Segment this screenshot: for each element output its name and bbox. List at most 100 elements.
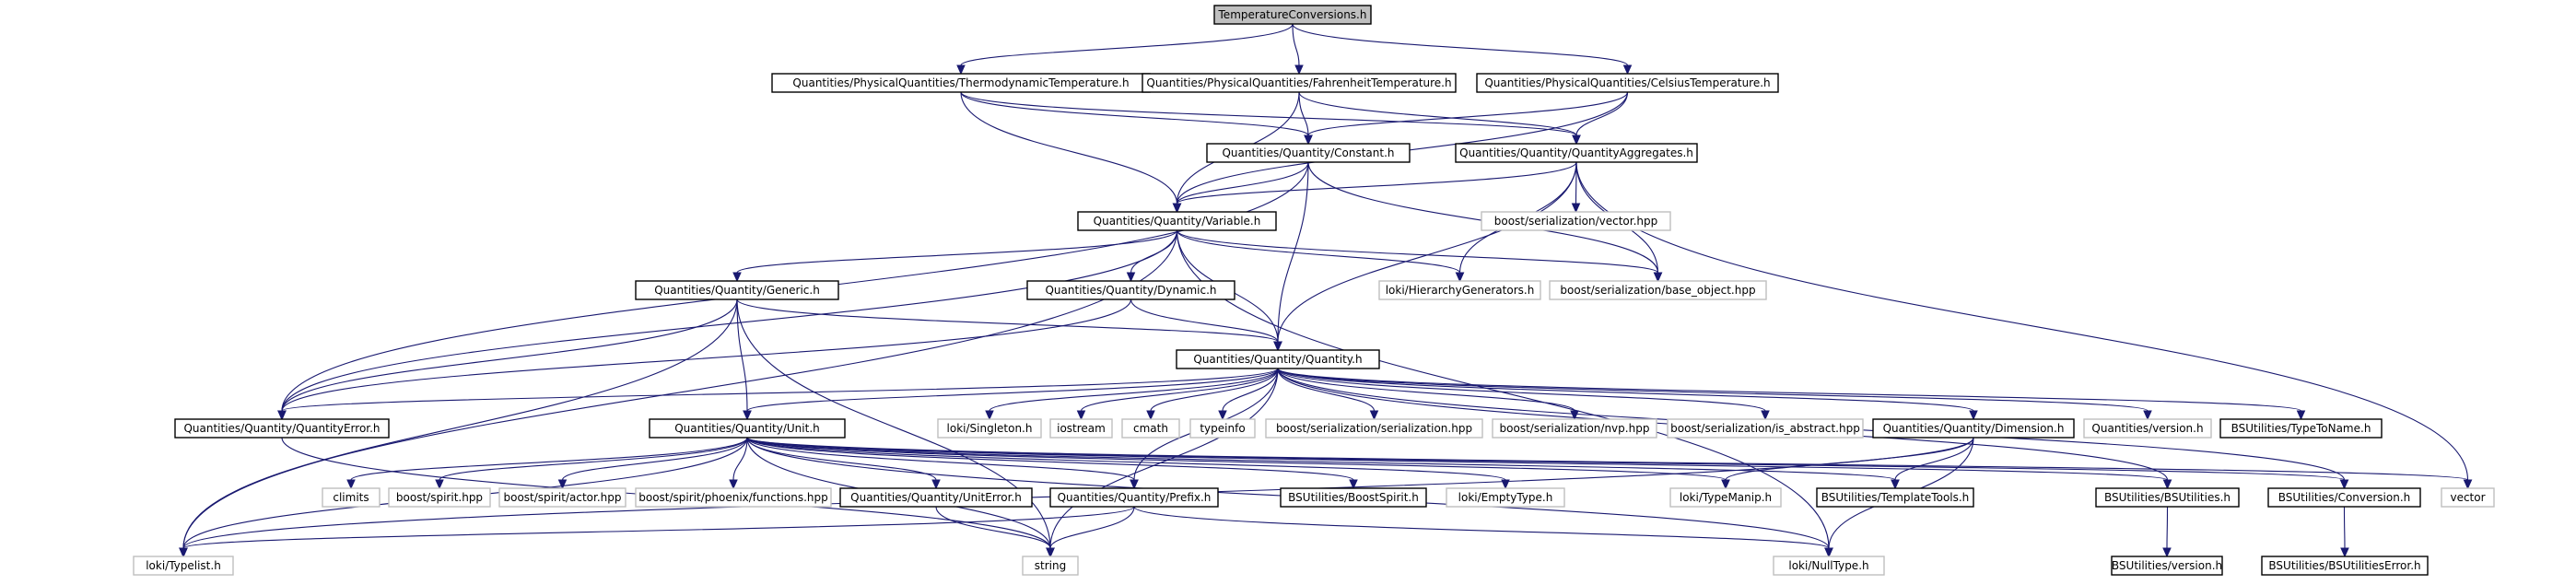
edge-qu-to-btt <box>746 437 1896 481</box>
node-qdim[interactable]: Quantities/Quantity/Dimension.h <box>1872 418 2075 439</box>
node-qd[interactable]: Quantities/Quantity/Dynamic.h <box>1026 280 1235 300</box>
arrowhead-qu-to-bbs <box>1349 479 1358 490</box>
node-label: loki/HierarchyGenerators.h <box>1386 284 1535 297</box>
node-qu[interactable]: Quantities/Quantity/Unit.h <box>649 418 846 439</box>
node-ltl: loki/Typelist.h <box>133 556 234 576</box>
edge-qu-to-ltm <box>746 437 1727 481</box>
arrowhead-qd-to-qq <box>1273 341 1282 352</box>
arrowhead-qq-to-bss <box>1369 410 1379 421</box>
node-bbu[interactable]: BSUtilities/BSUtilities.h <box>2095 487 2240 508</box>
node-qq[interactable]: Quantities/Quantity/Quantity.h <box>1176 349 1380 369</box>
node-qg[interactable]: Quantities/Quantity/Generic.h <box>635 280 839 300</box>
edge-ct-to-qc <box>1307 91 1629 136</box>
node-box <box>322 487 381 508</box>
node-box <box>1142 73 1457 93</box>
node-ft[interactable]: Quantities/PhysicalQuantities/Fahrenheit… <box>1142 73 1457 93</box>
arrowhead-qq-to-ti <box>1218 410 1227 421</box>
node-bsact: boost/spirit/actor.hpp <box>498 487 626 508</box>
node-box <box>635 280 839 300</box>
node-label: BSUtilities/version.h <box>2112 559 2222 572</box>
arrowhead-ct-to-qa <box>1572 135 1581 146</box>
node-box <box>1773 556 1885 576</box>
node-box <box>2261 556 2429 576</box>
node-label: boost/spirit/phoenix/functions.hpp <box>638 491 827 504</box>
edge-qq-to-qu <box>746 368 1279 412</box>
node-label: Quantities/Quantity/Prefix.h <box>1058 491 1212 504</box>
node-qe[interactable]: Quantities/Quantity/QuantityError.h <box>174 418 390 439</box>
arrowhead-qu-to-bsp <box>435 479 444 490</box>
node-qv[interactable]: Quantities/Quantity/Variable.h <box>1077 211 1277 231</box>
edge-qu-to-bspf <box>732 437 748 481</box>
node-label: Quantities/Quantity/Dynamic.h <box>1045 284 1216 297</box>
arrowhead-qdim-to-ltm <box>1721 479 1730 490</box>
arrowhead-qu-to-que <box>931 479 941 490</box>
node-label: Quantities/Quantity/UnitError.h <box>850 491 1022 504</box>
node-label: Quantities/Quantity/Quantity.h <box>1193 353 1362 366</box>
node-bss: boost/serialization/serialization.hpp <box>1265 418 1483 439</box>
arrowhead-qq-to-ios <box>1076 410 1086 421</box>
edge-qq-to-qdim <box>1277 368 1974 412</box>
node-ct[interactable]: Quantities/PhysicalQuantities/CelsiusTem… <box>1476 73 1779 93</box>
node-box <box>2083 418 2212 439</box>
node-box <box>1455 143 1698 163</box>
node-qa[interactable]: Quantities/Quantity/QuantityAggregates.h <box>1455 143 1698 163</box>
node-qc[interactable]: Quantities/Quantity/Constant.h <box>1206 143 1411 163</box>
node-btt[interactable]: BSUtilities/TemplateTools.h <box>1816 487 1974 508</box>
node-label: loki/TypeManip.h <box>1680 491 1772 504</box>
node-box <box>1816 487 1974 508</box>
node-box <box>2441 487 2495 508</box>
node-bconv[interactable]: BSUtilities/Conversion.h <box>2267 487 2421 508</box>
node-label: boost/serialization/vector.hpp <box>1494 215 1658 228</box>
node-bver[interactable]: BSUtilities/version.h <box>2111 556 2223 576</box>
node-box <box>1077 211 1277 231</box>
arrowhead-qq-to-qu <box>743 410 752 421</box>
node-label: Quantities/Quantity/Variable.h <box>1094 215 1261 228</box>
edge-qq-to-ls <box>989 368 1279 412</box>
node-cm: cmath <box>1121 418 1180 439</box>
arrowhead-qa-to-bsv <box>1571 203 1581 214</box>
arrowhead-qv-to-qd <box>1126 272 1136 283</box>
node-label: BSUtilities/BSUtilitiesError.h <box>2268 559 2420 572</box>
node-label: BSUtilities/BoostSpirit.h <box>1288 491 1419 504</box>
arrowhead-qu-to-bbu <box>2162 479 2172 490</box>
node-label: Quantities/Quantity/QuantityError.h <box>183 422 380 435</box>
node-bsp: boost/spirit.hpp <box>388 487 491 508</box>
node-box <box>1022 556 1079 576</box>
edge-ct-to-qa <box>1575 91 1629 136</box>
node-box <box>2219 418 2383 439</box>
arrowhead-tc-to-tt <box>956 64 966 76</box>
node-box <box>1492 418 1657 439</box>
edge-tc-to-tt <box>960 23 1294 66</box>
node-ios: iostream <box>1049 418 1113 439</box>
node-label: boost/serialization/base_object.hpp <box>1560 284 1755 297</box>
node-tt[interactable]: Quantities/PhysicalQuantities/Thermodyna… <box>771 73 1151 93</box>
node-bbs[interactable]: BSUtilities/BoostSpirit.h <box>1280 487 1427 508</box>
edge-qq-to-cm <box>1150 368 1279 412</box>
node-qp[interactable]: Quantities/Quantity/Prefix.h <box>1049 487 1219 508</box>
edge-qd-to-qe <box>281 298 1132 412</box>
node-label: typeinfo <box>1200 422 1245 435</box>
node-box <box>1669 487 1782 508</box>
arrowhead-qv-to-qg <box>732 272 742 283</box>
node-box <box>133 556 234 576</box>
arrowhead-qu-to-qp <box>1130 479 1139 490</box>
node-box <box>1446 487 1565 508</box>
node-label: loki/Typelist.h <box>146 559 221 572</box>
edge-tt-to-qc <box>960 91 1309 136</box>
arrowhead-qu-to-let <box>1501 479 1510 490</box>
edge-qq-to-bss <box>1277 368 1376 412</box>
node-box <box>1026 280 1235 300</box>
edge-que-to-str <box>935 506 1051 549</box>
node-label: cmath <box>1133 422 1168 435</box>
arrowhead-qq-to-qver <box>2143 410 2152 421</box>
node-bttn[interactable]: BSUtilities/TypeToName.h <box>2219 418 2383 439</box>
node-ltm: loki/TypeManip.h <box>1669 487 1782 508</box>
node-que[interactable]: Quantities/Quantity/UnitError.h <box>839 487 1033 508</box>
edge-qdim-to-btt <box>1894 437 1974 481</box>
node-label: BSUtilities/TemplateTools.h <box>1821 491 1970 504</box>
edge-ft-to-qa <box>1298 91 1577 136</box>
node-bce[interactable]: BSUtilities/BSUtilitiesError.h <box>2261 556 2429 576</box>
edge-bconv-to-bce <box>2343 506 2346 549</box>
node-tc[interactable]: TemperatureConversions.h <box>1213 5 1372 25</box>
edge-qc-to-qv <box>1176 161 1309 205</box>
